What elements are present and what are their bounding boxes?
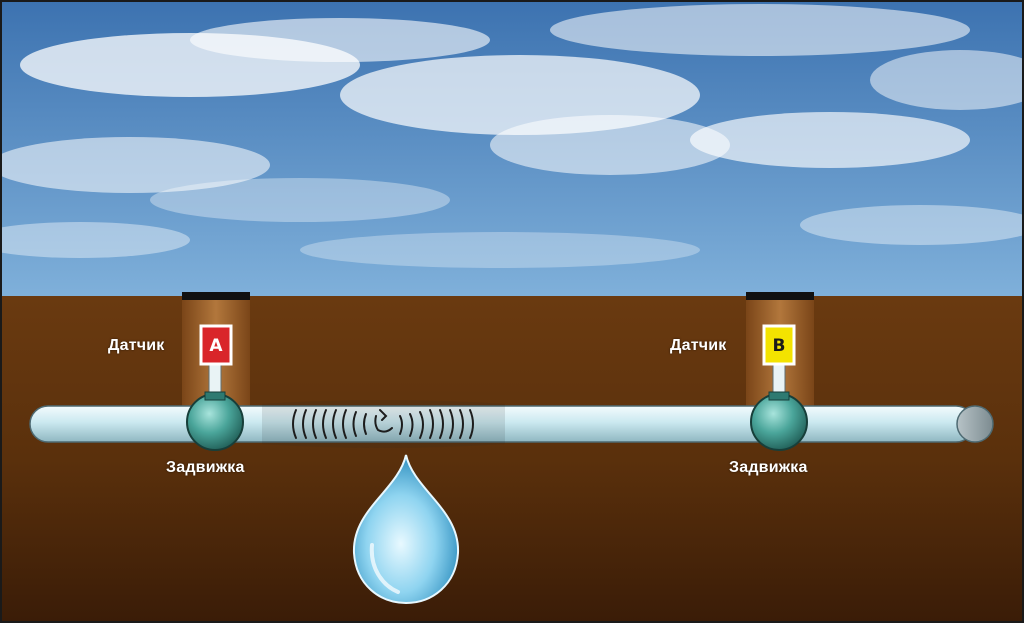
sensor-b-stem: [772, 364, 786, 396]
pipe-end: [956, 405, 994, 443]
valve-b-label: Задвижка: [729, 459, 808, 476]
valve-a-flange: [204, 391, 226, 401]
sensor-b-label: Датчик: [670, 337, 727, 354]
sensor-a-letter: A: [209, 336, 223, 356]
water-drop-icon: [352, 454, 460, 605]
soil: [0, 296, 1024, 623]
sensor-well-a-cap: [182, 292, 250, 300]
sensor-b-letter: B: [773, 336, 786, 356]
sensor-a-box: [199, 324, 233, 366]
valve-a: [186, 393, 244, 451]
valve-a-label: Задвижка: [166, 459, 245, 476]
leak-zone: [262, 400, 505, 448]
sensor-a-stem: [208, 364, 222, 396]
leak-vibration-waves: [292, 409, 474, 439]
valve-b-flange: [768, 391, 790, 401]
valve-b: [750, 393, 808, 451]
sensor-a-label: Датчик: [108, 337, 165, 354]
clouds: [0, 4, 1024, 268]
water-drop-highlight: [369, 543, 400, 594]
sensor-well-b-cap: [746, 292, 814, 300]
sensor-b-box: [762, 324, 796, 366]
